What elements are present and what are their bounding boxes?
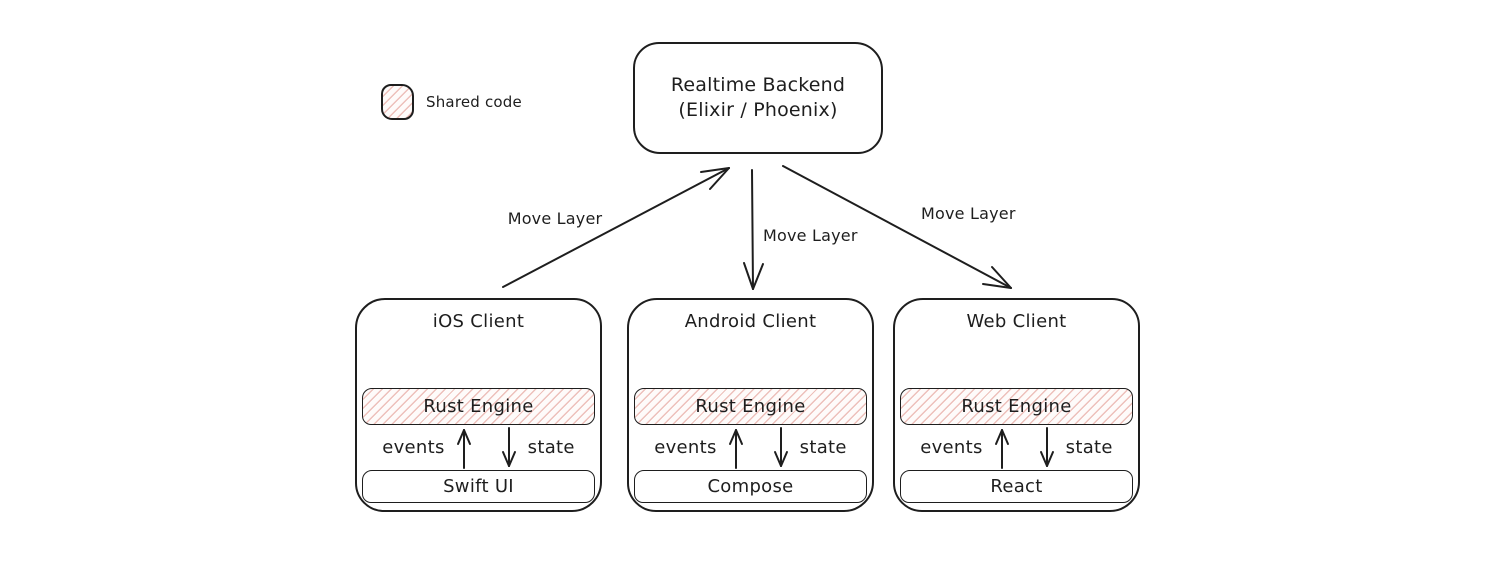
client-node-android: Android Client Rust Engine events state … bbox=[627, 298, 874, 512]
backend-title-line2: (Elixir / Phoenix) bbox=[678, 99, 838, 121]
arrow-up-icon bbox=[994, 429, 1009, 469]
events-label: events bbox=[382, 437, 445, 458]
edge-label-android: Move Layer bbox=[763, 226, 858, 245]
rust-engine-bar: Rust Engine bbox=[362, 388, 595, 425]
arrow-down-icon bbox=[773, 427, 788, 467]
ui-layer-bar: React bbox=[900, 470, 1133, 503]
arrow-backend-to-android bbox=[743, 169, 764, 290]
rust-engine-bar: Rust Engine bbox=[634, 388, 867, 425]
arrow-down-icon bbox=[501, 427, 516, 467]
ui-layer-bar: Swift UI bbox=[362, 470, 595, 503]
arrow-up-icon bbox=[456, 429, 471, 469]
backend-node: Realtime Backend (Elixir / Phoenix) bbox=[633, 42, 883, 154]
legend-label: Shared code bbox=[426, 93, 522, 111]
edge-label-ios: Move Layer bbox=[507, 209, 603, 228]
events-state-row: events state bbox=[357, 426, 600, 470]
arrow-up-icon bbox=[728, 429, 743, 469]
edge-label-web: Move Layer bbox=[921, 204, 1016, 223]
ui-layer-bar: Compose bbox=[634, 470, 867, 503]
client-node-web: Web Client Rust Engine events state Reac… bbox=[893, 298, 1140, 512]
state-label: state bbox=[527, 437, 575, 458]
client-node-ios: iOS Client Rust Engine events state Swif… bbox=[355, 298, 602, 512]
client-title: Android Client bbox=[684, 311, 817, 332]
state-label: state bbox=[799, 437, 847, 458]
shared-code-swatch bbox=[381, 84, 414, 120]
events-state-row: events state bbox=[629, 426, 872, 470]
client-title: Web Client bbox=[966, 311, 1067, 332]
arrow-down-icon bbox=[1039, 427, 1054, 467]
state-label: state bbox=[1065, 437, 1113, 458]
legend: Shared code bbox=[381, 84, 522, 120]
client-title: iOS Client bbox=[432, 311, 525, 332]
rust-engine-bar: Rust Engine bbox=[900, 388, 1133, 425]
events-state-row: events state bbox=[895, 426, 1138, 470]
events-label: events bbox=[920, 437, 983, 458]
events-label: events bbox=[654, 437, 717, 458]
backend-title-line1: Realtime Backend bbox=[670, 74, 846, 96]
